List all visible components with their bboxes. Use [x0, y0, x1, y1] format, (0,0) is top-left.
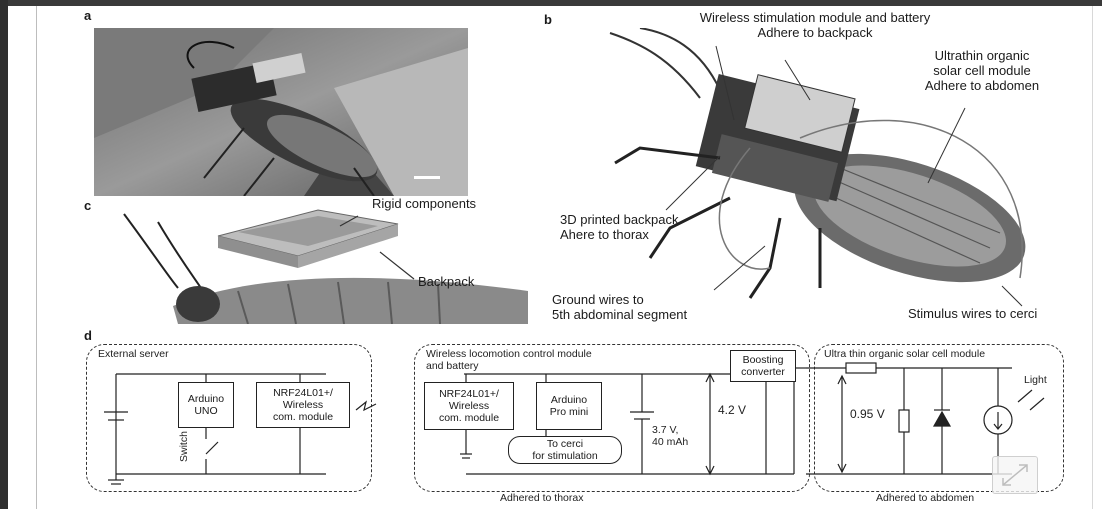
label-switch: Switch [178, 431, 190, 462]
expand-icon[interactable] [992, 456, 1038, 494]
label-wireless-stimulation-module: Wireless stimulation module and battery … [650, 10, 980, 40]
panel-label-a: a [84, 8, 91, 23]
label-control-module: Wireless locomotion control module and b… [426, 348, 686, 372]
label-solar-cell-module: Ultrathin organic solar cell module Adhe… [888, 48, 1076, 93]
right-margin-line [1092, 6, 1093, 509]
label-adhered-abdomen: Adhered to abdomen [876, 492, 974, 504]
box-nrf-right: NRF24L01+/ Wireless com. module [424, 382, 514, 430]
panel-label-d: d [84, 328, 92, 343]
label-ground-wires: Ground wires to 5th abdominal segment [552, 292, 732, 322]
label-light: Light [1024, 374, 1047, 386]
label-external-server: External server [98, 348, 169, 360]
label-rigid-components: Rigid components [372, 196, 512, 211]
box-to-cerci: To cerci for stimulation [508, 436, 622, 464]
photo-cockroach-concrete [94, 28, 468, 196]
label-backpack: Backpack [418, 274, 508, 289]
label-adhered-thorax: Adhered to thorax [500, 492, 583, 504]
left-margin-line [36, 6, 37, 509]
label-battery: 3.7 V, 40 mAh [652, 424, 688, 448]
label-printed-backpack: 3D printed backpack Ahere to thorax [560, 212, 720, 242]
label-0-95v: 0.95 V [850, 408, 885, 420]
window-top-bar [0, 0, 1102, 6]
box-arduino-uno: Arduino UNO [178, 382, 234, 428]
label-4-2v: 4.2 V [718, 404, 746, 416]
box-nrf-left: NRF24L01+/ Wireless com. module [256, 382, 350, 428]
box-arduino-pro-mini: Arduino Pro mini [536, 382, 602, 430]
box-boosting-converter: Boosting converter [730, 350, 796, 382]
illustration-backpack-exploded [118, 196, 528, 324]
panel-label-c: c [84, 198, 91, 213]
panel-label-b: b [544, 12, 552, 27]
label-solar-title: Ultra thin organic solar cell module [824, 348, 1064, 360]
label-stimulus-wires: Stimulus wires to cerci [908, 306, 1088, 321]
window-left-bar [0, 0, 8, 509]
